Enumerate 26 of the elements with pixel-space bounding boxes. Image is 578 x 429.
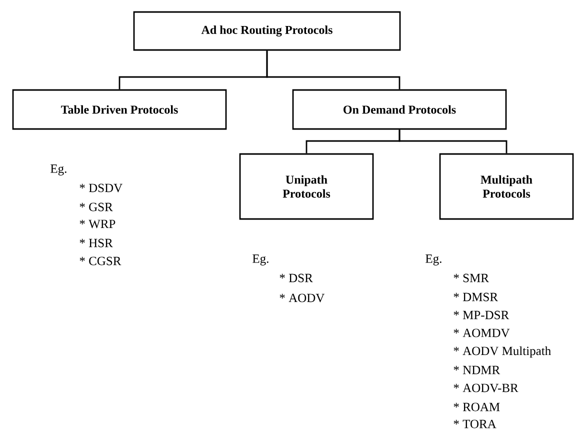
list-item: Eg. [252,254,268,266]
process-box: Multipath Protocols [439,153,574,220]
list-item: * NDMR [454,366,500,374]
process-box: On Demand Protocols [292,89,507,130]
process-box: Unipath Protocols [239,153,374,220]
list-item: * AODV-BR [454,384,518,392]
list-item: * MP-DSR [454,310,510,320]
list-item: * DSDV [80,184,122,192]
process-box: Table Driven Protocols [12,89,227,130]
list-item: * TORA [454,420,496,428]
list-item: * AODV Multipath [454,346,551,358]
connector-line [398,130,508,154]
list-item: * ROAM [454,402,500,412]
list-item: * AOMDV [454,328,510,338]
list-item: * DSR [280,274,313,282]
connector-line [266,50,400,90]
list-item: * HSR [80,238,113,248]
list-item: * WRP [80,220,116,228]
list-item: * GSR [80,202,113,212]
list-item: * DMSR [454,292,498,302]
list-item: * AODV [280,294,325,302]
list-item: Eg. [50,164,66,176]
list-item: * SMR [454,274,489,282]
process-box: Ad hoc Routing Protocols [133,11,401,51]
list-item: * CGSR [80,256,122,266]
list-item: Eg. [426,254,442,266]
